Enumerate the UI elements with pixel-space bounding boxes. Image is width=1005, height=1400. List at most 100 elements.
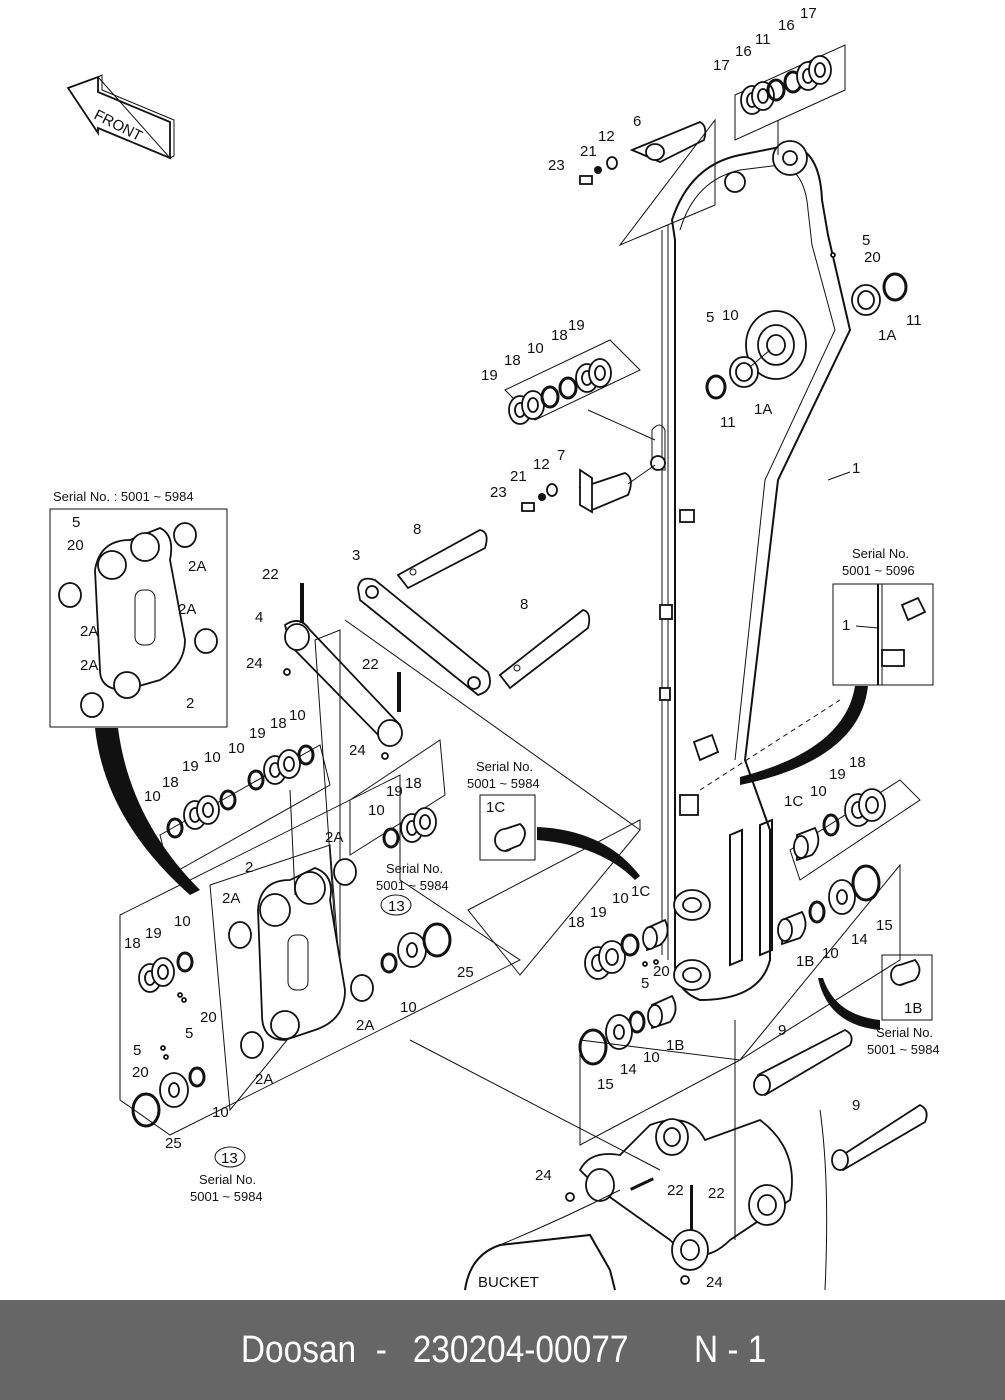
inset-4-label: 1B (904, 1000, 922, 1017)
arm-body (650, 140, 852, 1002)
inset-4-title-2: 5001 ~ 5984 (867, 1042, 940, 1057)
link-assembly: 3 8 8 22 4 24 22 24 (246, 521, 641, 1001)
svg-text:19: 19 (145, 925, 162, 942)
svg-text:11: 11 (755, 31, 771, 48)
serial-note-2-ref: 13 (221, 1150, 238, 1167)
svg-text:10: 10 (810, 783, 827, 800)
svg-text:5: 5 (706, 309, 714, 326)
inset-3-title-1: Serial No. (476, 759, 533, 774)
svg-text:10: 10 (400, 999, 417, 1016)
svg-text:11: 11 (906, 312, 922, 329)
svg-text:20: 20 (132, 1064, 149, 1081)
svg-text:23: 23 (490, 484, 507, 501)
svg-text:3: 3 (352, 547, 360, 564)
svg-text:19: 19 (182, 758, 199, 775)
svg-text:2A: 2A (356, 1017, 374, 1034)
svg-text:5: 5 (72, 514, 80, 531)
footer-part-number: 230204-00077 (412, 1328, 629, 1371)
svg-text:10: 10 (144, 788, 161, 805)
svg-text:18: 18 (551, 327, 568, 344)
inset-2-label: 1 (842, 617, 850, 634)
svg-text:5: 5 (185, 1025, 193, 1042)
svg-text:21: 21 (580, 143, 597, 160)
serial-note-1-ref: 13 (388, 898, 405, 915)
svg-text:19: 19 (481, 367, 498, 384)
svg-text:19: 19 (386, 783, 403, 800)
svg-text:15: 15 (876, 917, 893, 934)
svg-text:1B: 1B (666, 1037, 684, 1054)
svg-text:22: 22 (262, 566, 279, 583)
svg-text:15: 15 (597, 1076, 614, 1093)
svg-text:19: 19 (829, 766, 846, 783)
svg-text:1A: 1A (878, 327, 896, 344)
svg-text:18: 18 (124, 935, 141, 952)
inset-2-title-1: Serial No. (852, 546, 909, 561)
svg-text:10: 10 (228, 740, 245, 757)
arm-label: 1 (852, 460, 860, 477)
svg-text:2A: 2A (80, 657, 98, 674)
svg-text:10: 10 (822, 945, 839, 962)
svg-text:2A: 2A (222, 890, 240, 907)
inset-leader-arrow (740, 686, 868, 785)
svg-text:16: 16 (778, 17, 795, 34)
svg-text:18: 18 (270, 715, 287, 732)
svg-text:17: 17 (713, 57, 730, 74)
svg-text:10: 10 (174, 913, 191, 930)
svg-text:Serial No.: Serial No. (386, 861, 443, 876)
svg-text:17: 17 (800, 5, 817, 22)
svg-text:24: 24 (535, 1167, 552, 1184)
svg-text:5: 5 (862, 232, 870, 249)
svg-text:22: 22 (362, 656, 379, 673)
svg-text:1C: 1C (631, 883, 650, 900)
svg-text:24: 24 (349, 742, 366, 759)
svg-text:18: 18 (568, 914, 585, 931)
svg-text:2A: 2A (325, 829, 343, 846)
svg-text:1A: 1A (754, 401, 772, 418)
svg-text:19: 19 (568, 317, 585, 334)
svg-text:20: 20 (653, 963, 670, 980)
footer-brand: Doosan (241, 1328, 357, 1371)
svg-text:9: 9 (778, 1022, 786, 1039)
svg-text:4: 4 (255, 609, 263, 626)
inset-bushing-1b: 1B Serial No. 5001 ~ 5984 (867, 954, 940, 1057)
svg-text:10: 10 (212, 1104, 229, 1121)
svg-text:21: 21 (510, 468, 527, 485)
svg-text:20: 20 (67, 537, 84, 554)
inset-1-title: Serial No. : 5001 ~ 5984 (53, 489, 194, 504)
svg-text:1C: 1C (784, 793, 803, 810)
svg-text:18: 18 (849, 754, 866, 771)
svg-text:10: 10 (612, 890, 629, 907)
svg-text:24: 24 (706, 1274, 723, 1291)
svg-text:24: 24 (246, 655, 263, 672)
svg-text:22: 22 (708, 1185, 725, 1202)
svg-text:8: 8 (520, 596, 528, 613)
svg-text:19: 19 (249, 725, 266, 742)
bucket-label: BUCKET (478, 1274, 539, 1291)
serial-note-2-line1: Serial No. (199, 1172, 256, 1187)
svg-text:12: 12 (533, 456, 550, 473)
svg-text:2A: 2A (188, 558, 206, 575)
svg-text:2: 2 (245, 859, 253, 876)
svg-text:5001 ~ 5984: 5001 ~ 5984 (376, 878, 449, 893)
inset-2-title-2: 5001 ~ 5096 (842, 563, 915, 578)
inset-leader-arrow (95, 728, 200, 895)
svg-text:8: 8 (413, 521, 421, 538)
svg-text:2: 2 (186, 695, 194, 712)
svg-text:23: 23 (548, 157, 565, 174)
svg-text:2A: 2A (80, 623, 98, 640)
svg-text:5: 5 (641, 975, 649, 992)
svg-text:18: 18 (405, 775, 422, 792)
svg-text:10: 10 (204, 749, 221, 766)
svg-text:18: 18 (162, 774, 179, 791)
